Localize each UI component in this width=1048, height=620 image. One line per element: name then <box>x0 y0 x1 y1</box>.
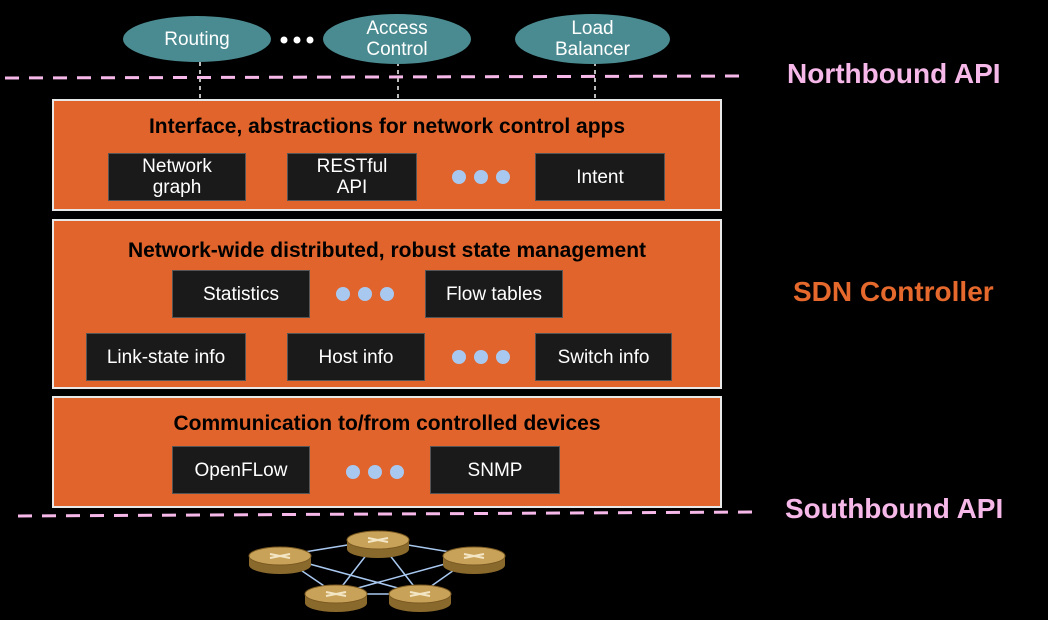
router-icon <box>304 584 368 612</box>
router-icon <box>442 546 506 574</box>
router-icon <box>388 584 452 612</box>
northbound-api-label: Northbound API <box>787 58 1001 89</box>
statistics-box: Statistics <box>172 270 310 318</box>
app-dot <box>280 36 288 44</box>
network-graph-box: Network graph <box>108 153 246 201</box>
app-routing: Routing <box>123 16 271 62</box>
state-management-layer-title: Network-wide distributed, robust state m… <box>127 239 647 262</box>
state-ellipsis-row2 <box>452 350 510 364</box>
host-info-box: Host info <box>287 333 425 381</box>
flow-tables-box: Flow tables <box>425 270 563 318</box>
interface-layer-title: Interface, abstractions for network cont… <box>148 115 626 138</box>
switch-info-box: Switch info <box>535 333 672 381</box>
app-access-control: Access Control <box>323 14 471 64</box>
communication-layer-title: Communication to/from controlled devices <box>173 412 601 435</box>
interface-ellipsis <box>452 170 510 184</box>
northbound-dashed-line <box>4 74 746 80</box>
communication-ellipsis <box>346 465 404 479</box>
openflow-box: OpenFLow <box>172 446 310 494</box>
app-dot <box>293 36 301 44</box>
communication-layer: Communication to/from controlled devices <box>52 396 722 508</box>
router-icon <box>248 546 312 574</box>
southbound-dashed-line <box>17 510 753 518</box>
router-icon <box>346 530 410 558</box>
app-dot <box>306 36 314 44</box>
snmp-box: SNMP <box>430 446 560 494</box>
app-load-balancer: Load Balancer <box>515 14 670 64</box>
sdn-controller-label: SDN Controller <box>793 276 994 307</box>
southbound-api-label: Southbound API <box>785 493 1004 524</box>
intent-box: Intent <box>535 153 665 201</box>
state-ellipsis-row1 <box>336 287 394 301</box>
link-state-info-box: Link-state info <box>86 333 246 381</box>
restful-api-box: RESTful API <box>287 153 417 201</box>
